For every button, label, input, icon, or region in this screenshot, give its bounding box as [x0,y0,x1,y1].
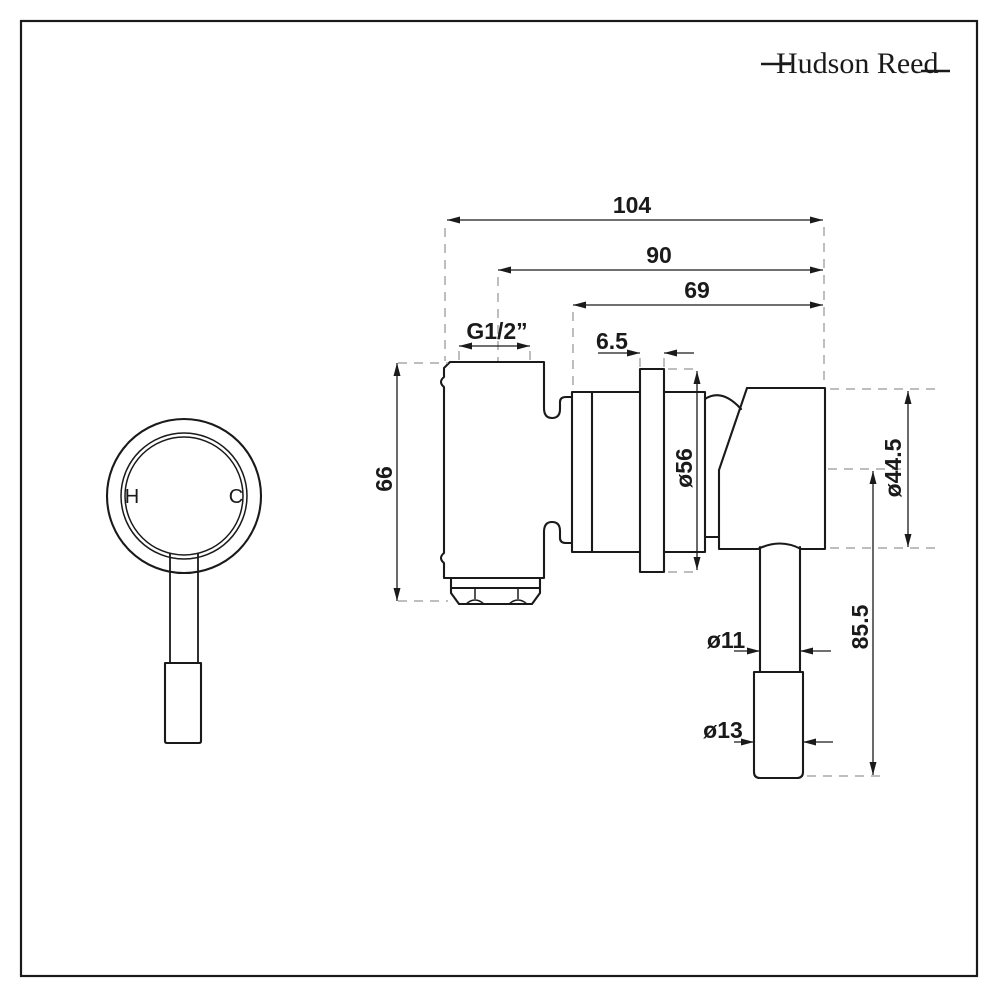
arrowhead-down-icon [869,762,877,775]
handle-side-outline [703,386,827,551]
dimension-44-5: ø44.5 [880,391,912,547]
dimension-69: 69 [573,277,823,309]
dim-11-label: ø11 [707,627,746,653]
dim-thread-label: G1/2” [466,318,527,344]
inlet-washer [449,576,542,590]
arrowhead-right-icon [747,647,760,655]
lever-grip-side [752,670,805,780]
inlet-hex-nut [449,586,542,606]
dimension-66: 66 [371,363,401,601]
arrowhead-up-icon [904,391,912,404]
hot-label: H [125,486,139,508]
dimension-90: 90 [498,242,823,274]
side-view [439,360,827,780]
brand-logo: Hudson Reed [761,47,950,80]
handle-inner-circle-outer [120,432,248,560]
dimension-thread: G1/2” [459,318,530,350]
dim-13-label: ø13 [703,717,743,743]
arrowhead-down-icon [393,588,401,601]
arrowhead-right-icon [810,266,823,274]
extension-lines [398,227,935,777]
arrowhead-left-icon [803,738,816,746]
arrowhead-up-icon [693,371,701,384]
arrowhead-left-icon [800,647,813,655]
arrowhead-right-icon [627,349,640,357]
dimension-56: ø56 [671,371,701,570]
dim-69-label: 69 [684,277,710,303]
cartridge-housing [570,390,721,554]
dimension-85-5: 85.5 [847,471,877,775]
cold-label: C [229,486,243,508]
arrowhead-left-icon [447,216,460,224]
escutcheon-plate [638,367,666,574]
lever-stem-front [169,553,199,663]
dim-445-label: ø44.5 [880,438,906,497]
hex-nut-facets [465,588,528,605]
arrowhead-left-icon [664,349,677,357]
front-view: H C [105,417,263,745]
lever-stem-side [758,545,802,674]
logo-text: Hudson Reed [776,47,938,80]
dim-90-label: 90 [646,242,672,268]
dim-66-label: 66 [371,466,397,492]
arrowhead-down-icon [693,557,701,570]
arrowhead-down-icon [904,534,912,547]
dimension-6-5: 6.5 [596,328,694,357]
dimension-13: ø13 [703,717,833,746]
dim-56-label: ø56 [671,448,697,488]
arrowhead-up-icon [869,471,877,484]
arrowhead-up-icon [393,363,401,376]
arrowhead-right-icon [517,342,530,350]
dim-65-label: 6.5 [596,328,628,354]
arrowhead-left-icon [498,266,511,274]
handle-inner-circle-inner [124,436,244,556]
page-border [19,19,979,978]
arrowhead-left-icon [573,301,586,309]
arrowhead-right-icon [810,301,823,309]
dim-104-label: 104 [613,192,652,218]
arrowhead-left-icon [459,342,472,350]
dimension-11: ø11 [707,627,831,655]
valve-body-outline [439,360,574,580]
dimension-104: 104 [447,192,823,224]
handle-outer-circle [105,417,263,575]
arrowhead-right-icon [810,216,823,224]
dim-855-label: 85.5 [847,604,873,649]
arrowhead-right-icon [741,738,754,746]
lever-grip-front [163,661,203,745]
